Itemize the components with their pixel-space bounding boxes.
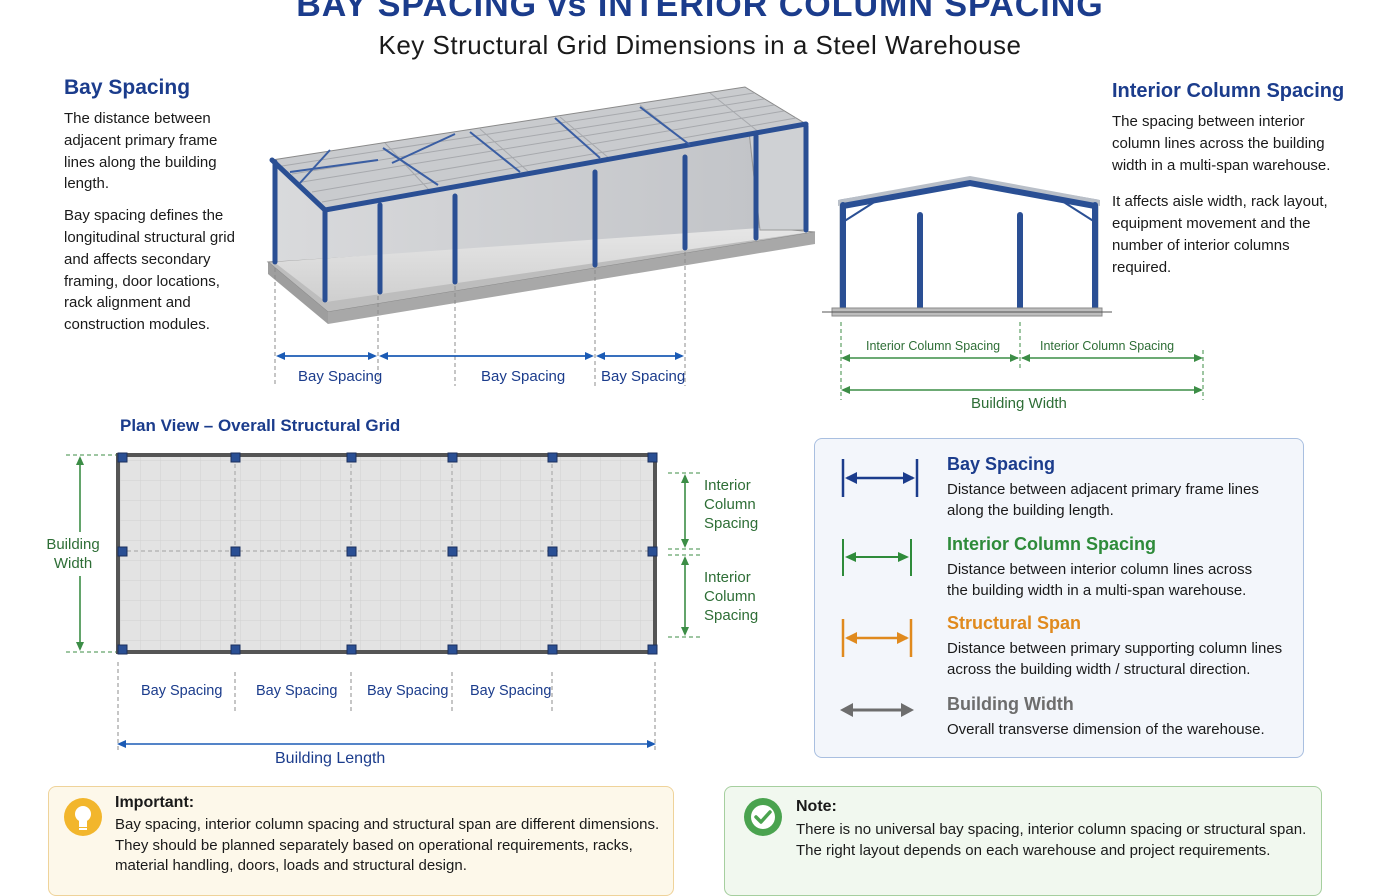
plan-view-title: Plan View – Overall Structural Grid [120,416,401,435]
important-text: Bay spacing, interior column spacing and… [115,816,660,874]
left-intro-para1: The distance between adjacent primary fr… [64,110,218,193]
roof-purlins [281,92,797,203]
plan-bay-label-3: Bay Spacing [367,683,449,699]
plan-width-extension-lines [66,454,700,653]
elevation-haunch-bracing [842,200,1096,223]
note-callout: Note: There is no universal bay spacing,… [724,786,1322,896]
plan-column-markers [117,452,658,655]
plan-grid-lines [120,457,653,650]
plan-bay-label-1: Bay Spacing [141,683,223,699]
iso-bay-label-1: Bay Spacing [298,368,383,385]
iso-extension-lines [274,252,686,386]
important-heading: Important: [115,794,195,811]
legend-item-bay-spacing: Bay Spacing Distance between adjacent pr… [947,454,1259,519]
check-circle-icon [744,798,782,836]
plan-column-spacing-label-top: Interior Column Spacing [704,477,759,532]
right-intro: Interior Column Spacing The spacing betw… [1112,80,1392,279]
legend-bay-spacing-icon [841,459,919,497]
plan-width-arrowheads [76,456,689,651]
primary-frames [269,121,809,303]
warehouse-floor [274,228,810,302]
left-intro-para2: Bay spacing defines the longitudinal str… [64,207,235,334]
plan-width-dimension-lines [79,458,686,649]
plan-bay-label-4: Bay Spacing [470,683,552,699]
right-intro-para2: It affects aisle width, rack layout, equ… [1112,193,1328,276]
slab-edge-left [268,262,328,324]
left-intro: Bay Spacing The distance between adjacen… [64,76,264,336]
elevation-arrowheads [841,354,1203,394]
right-intro-heading: Interior Column Spacing [1112,80,1345,102]
slab-edge-front [328,232,815,324]
elevation-width-label: Building Width [971,395,1067,412]
plan-width-label: Building Width [46,536,100,572]
elevation-column-label-2: Interior Column Spacing [1040,339,1175,353]
plan-column-spacing-label-bottom: Interior Column Spacing [704,569,759,624]
elevation-column-label-1: Interior Column Spacing [866,339,1001,353]
plan-bay-label-2: Bay Spacing [256,683,338,699]
legend-item-structural-span: Structural Span Distance between primary… [947,613,1283,678]
plan-bay-extension-lines [117,662,656,750]
legend-symbols [840,459,919,717]
plan-floor [116,453,657,654]
frame-bracing [289,106,691,186]
legend-item-building-width: Building Width Overall transverse dimens… [947,694,1265,738]
elevation-frame [840,179,1098,311]
iso-bay-label-2: Bay Spacing [481,368,566,385]
note-text: There is no universal bay spacing, inter… [796,821,1307,859]
right-intro-para1: The spacing between interior column line… [1112,113,1331,174]
isometric-warehouse-diagram [266,86,816,386]
plan-view-diagram [66,452,700,750]
elevation-diagram [822,176,1204,400]
lightbulb-icon [64,798,102,836]
iso-bay-arrowheads [276,352,684,360]
iso-bay-label-3: Bay Spacing [601,368,686,385]
important-callout: Important: Bay spacing, interior column … [48,786,674,896]
note-heading: Note: [796,798,837,815]
page-subtitle: Key Structural Grid Dimensions in a Stee… [378,30,1022,60]
plan-length-label: Building Length [275,750,386,767]
plan-length-arrowheads [117,740,656,748]
left-intro-heading: Bay Spacing [64,76,191,99]
page-title: BAY SPACING vs INTERIOR COLUMN SPACING [296,0,1104,24]
elevation-extension-lines [840,322,1204,400]
legend-column-spacing-icon [842,539,912,576]
elevation-dimension-lines [843,357,1201,391]
legend-panel: Bay Spacing Distance between adjacent pr… [814,438,1304,758]
legend-item-column-spacing: Interior Column Spacing Distance between… [947,534,1253,599]
